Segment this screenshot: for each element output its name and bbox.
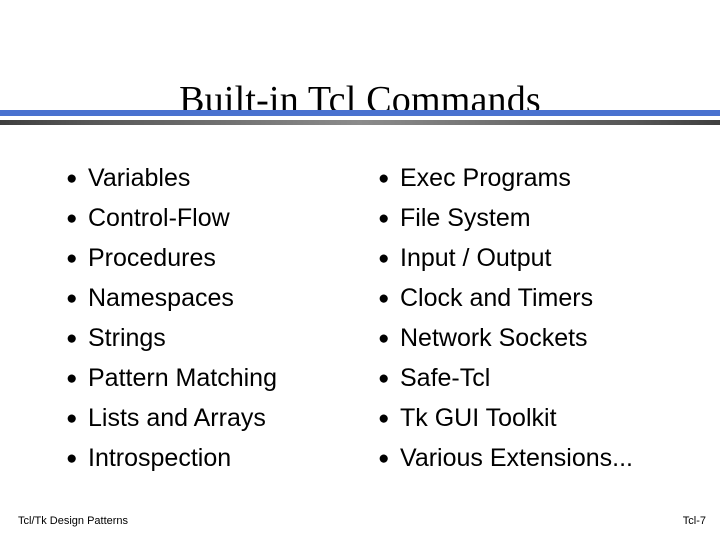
list-item: ● Introspection [66,438,366,478]
bullet-icon: ● [66,167,78,189]
list-item-label: Network Sockets [400,324,588,352]
list-item: ● Strings [66,318,366,358]
list-item-label: Control-Flow [88,204,230,232]
bullet-icon: ● [378,207,390,229]
bullet-list-left: ● Variables ● Control-Flow ● Procedures … [66,158,366,478]
bullet-icon: ● [378,367,390,389]
bullet-icon: ● [66,367,78,389]
list-item: ● Exec Programs [378,158,698,198]
bullet-icon: ● [378,407,390,429]
footer-left-text: Tcl/Tk Design Patterns [18,515,129,527]
list-item-label: Clock and Timers [400,284,594,312]
bullet-list-right: ● Exec Programs ● File System ● Input / … [378,158,698,478]
bullet-icon: ● [66,247,78,269]
list-item: ● File System [378,198,698,238]
list-item-label: Introspection [88,444,232,472]
list-item: ● Procedures [66,238,366,278]
list-item: ● Namespaces [66,278,366,318]
list-item-label: File System [400,204,531,232]
list-item: ● Control-Flow [66,198,366,238]
list-item-label: Input / Output [400,244,552,272]
list-item-label: Strings [88,324,166,352]
list-item: ● Network Sockets [378,318,698,358]
list-item: ● Input / Output [378,238,698,278]
list-item-label: Procedures [88,244,216,272]
list-item-label: Lists and Arrays [88,404,266,432]
list-item: ● Pattern Matching [66,358,366,398]
list-item: ● Tk GUI Toolkit [378,398,698,438]
bullet-icon: ● [378,447,390,469]
divider-gray-rule [0,120,720,125]
list-item-label: Variables [88,164,191,192]
bullet-icon: ● [378,247,390,269]
title-divider [0,110,720,126]
bullet-icon: ● [378,167,390,189]
list-item-label: Exec Programs [400,164,571,192]
list-item: ● Various Extensions... [378,438,698,478]
bullet-icon: ● [378,287,390,309]
list-item: ● Clock and Timers [378,278,698,318]
bullet-icon: ● [66,287,78,309]
list-item-label: Namespaces [88,284,234,312]
bullet-icon: ● [66,407,78,429]
list-item: ● Variables [66,158,366,198]
list-item: ● Safe-Tcl [378,358,698,398]
list-item-label: Various Extensions... [400,444,633,472]
bullet-icon: ● [66,447,78,469]
footer-right-slide-number: Tcl-7 [682,515,706,527]
bullet-icon: ● [66,207,78,229]
divider-blue-rule [0,110,720,116]
list-item: ● Lists and Arrays [66,398,366,438]
bullet-icon: ● [66,327,78,349]
list-item-label: Pattern Matching [88,364,277,392]
bullet-icon: ● [378,327,390,349]
list-item-label: Tk GUI Toolkit [400,404,557,432]
list-item-label: Safe-Tcl [400,364,491,392]
